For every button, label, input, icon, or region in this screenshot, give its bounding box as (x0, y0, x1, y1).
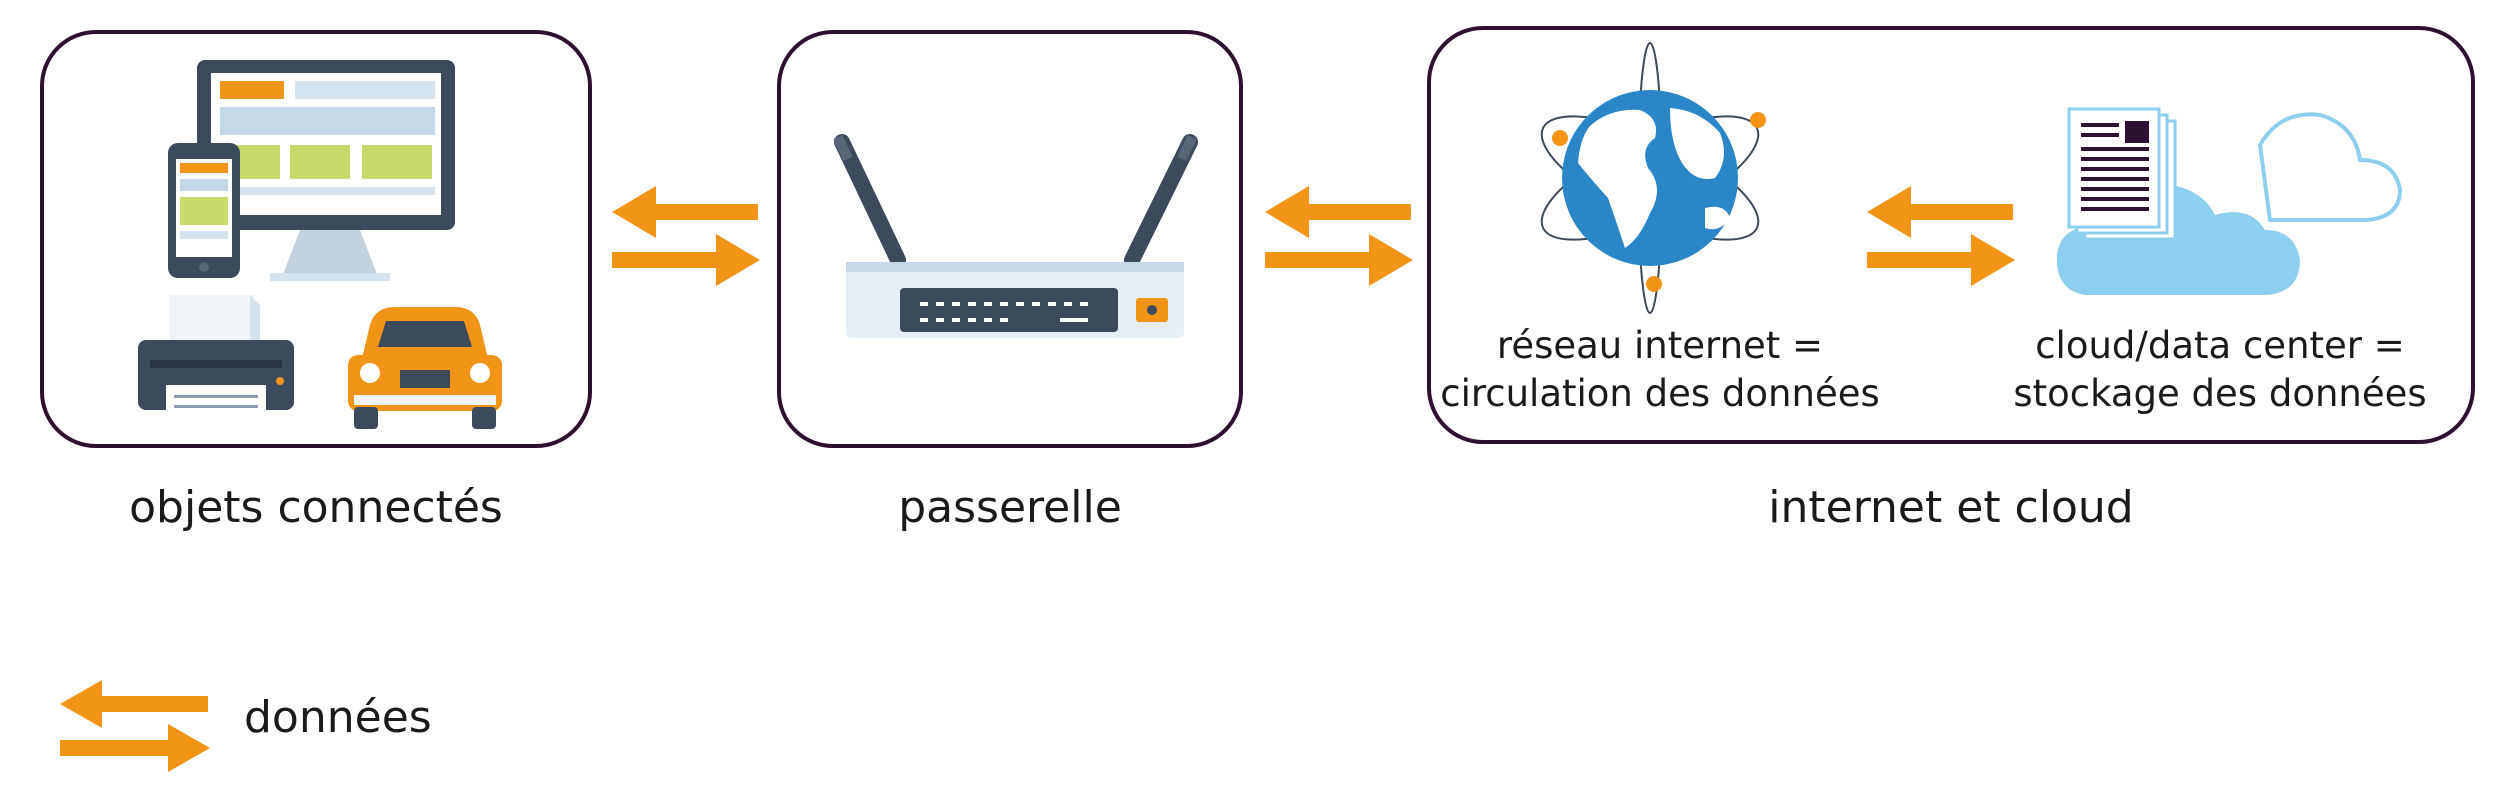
gateway-label: passerelle (898, 482, 1122, 533)
datacenter-caption-line2: stockage des données (2013, 372, 2427, 415)
internet-caption-line1: réseau internet = (1496, 324, 1824, 367)
datacenter-caption-line1: cloud/data center = (2035, 324, 2405, 367)
cloud-group-label: internet et cloud (1768, 482, 2134, 533)
objects-label: objets connectés (129, 482, 503, 533)
router-icon (833, 134, 1198, 338)
legend-arrows-icon (60, 680, 210, 772)
devices-icon (138, 60, 502, 429)
gateway-box (777, 30, 1243, 448)
datacenter-caption: cloud/data center = stockage des données (1990, 322, 2450, 418)
internet-caption: réseau internet = circulation des donnée… (1430, 322, 1890, 418)
globe-icon (1540, 42, 1766, 314)
data-arrows-internet-cloud (1867, 186, 2015, 286)
data-arrows-gateway-internet (1265, 186, 1413, 286)
internet-caption-line2: circulation des données (1440, 372, 1880, 415)
legend-label: données (244, 692, 432, 743)
data-arrows-objects-gateway (612, 186, 760, 286)
cloud-datacenter-icon (2056, 107, 2403, 295)
